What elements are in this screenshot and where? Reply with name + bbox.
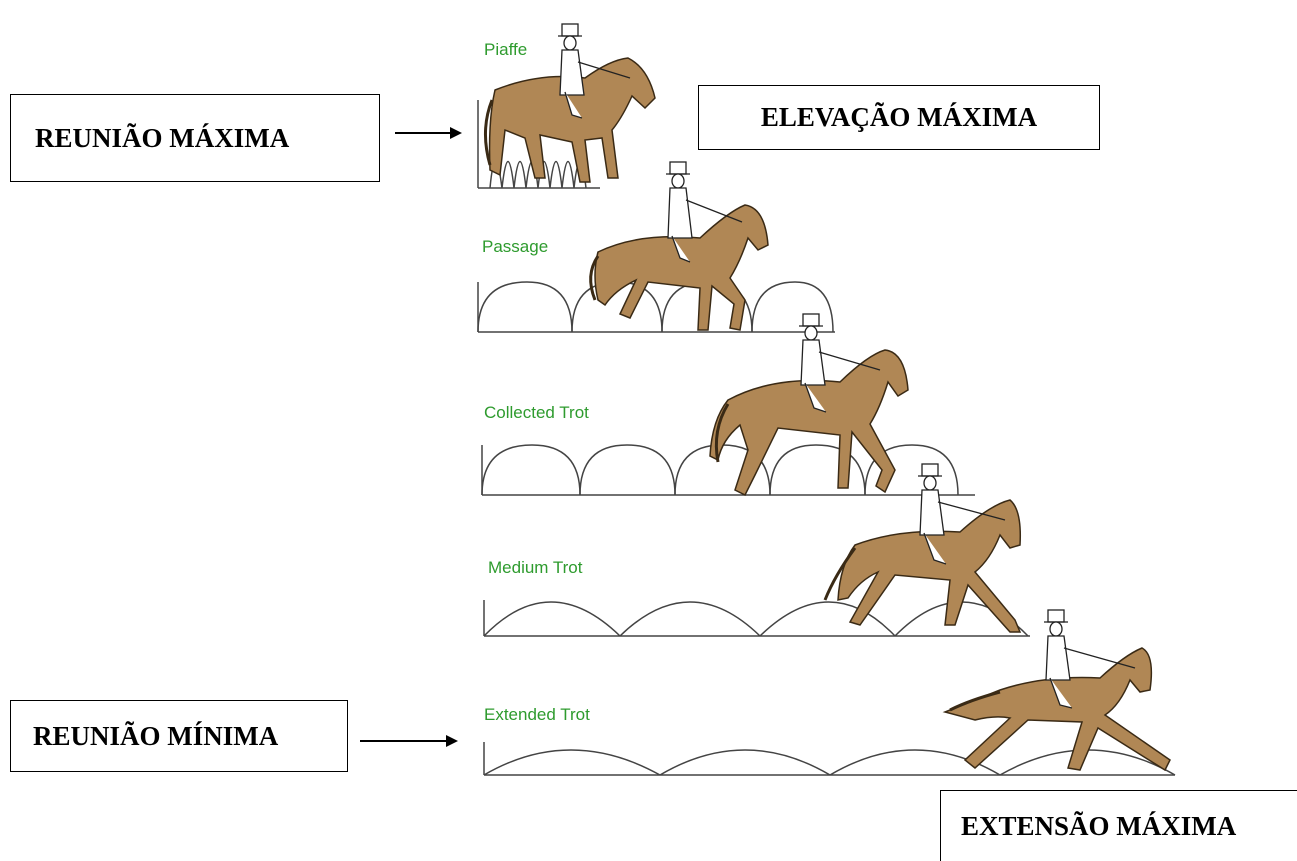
box-extensao-maxima: EXTENSÃO MÁXIMA: [940, 790, 1297, 861]
box-reuniao-maxima: REUNIÃO MÁXIMA: [10, 94, 380, 182]
box-elevacao-maxima: ELEVAÇÃO MÁXIMA: [698, 85, 1100, 150]
passage-stride-diagram: [477, 281, 835, 333]
gait-label-piaffe: Piaffe: [484, 40, 528, 59]
box-reuniao-minima: REUNIÃO MÍNIMA: [10, 700, 348, 772]
arrow-reuniao-minima: [360, 735, 458, 747]
gait-label-extended-trot: Extended Trot: [484, 705, 590, 724]
horse-piaffe-illustration: [483, 23, 656, 183]
horse-extended-trot-illustration: [942, 609, 1171, 772]
gait-label-collected-trot: Collected Trot: [484, 403, 589, 422]
horse-medium-trot-illustration: [823, 463, 1022, 633]
horse-passage-illustration: [589, 161, 769, 331]
arrow-reuniao-maxima: [395, 127, 462, 139]
box-reuniao-maxima-text: REUNIÃO MÁXIMA: [35, 122, 290, 153]
gait-label-passage: Passage: [482, 237, 549, 256]
collected-trot-stride-diagram: [481, 444, 975, 496]
gait-label-medium-trot: Medium Trot: [488, 558, 583, 577]
piaffe-stride-diagram: [477, 100, 600, 189]
box-extensao-maxima-text: EXTENSÃO MÁXIMA: [961, 810, 1237, 841]
box-elevacao-maxima-text: ELEVAÇÃO MÁXIMA: [760, 102, 1038, 132]
box-reuniao-minima-text: REUNIÃO MÍNIMA: [33, 720, 279, 751]
horse-collected-trot-illustration: [709, 313, 909, 497]
